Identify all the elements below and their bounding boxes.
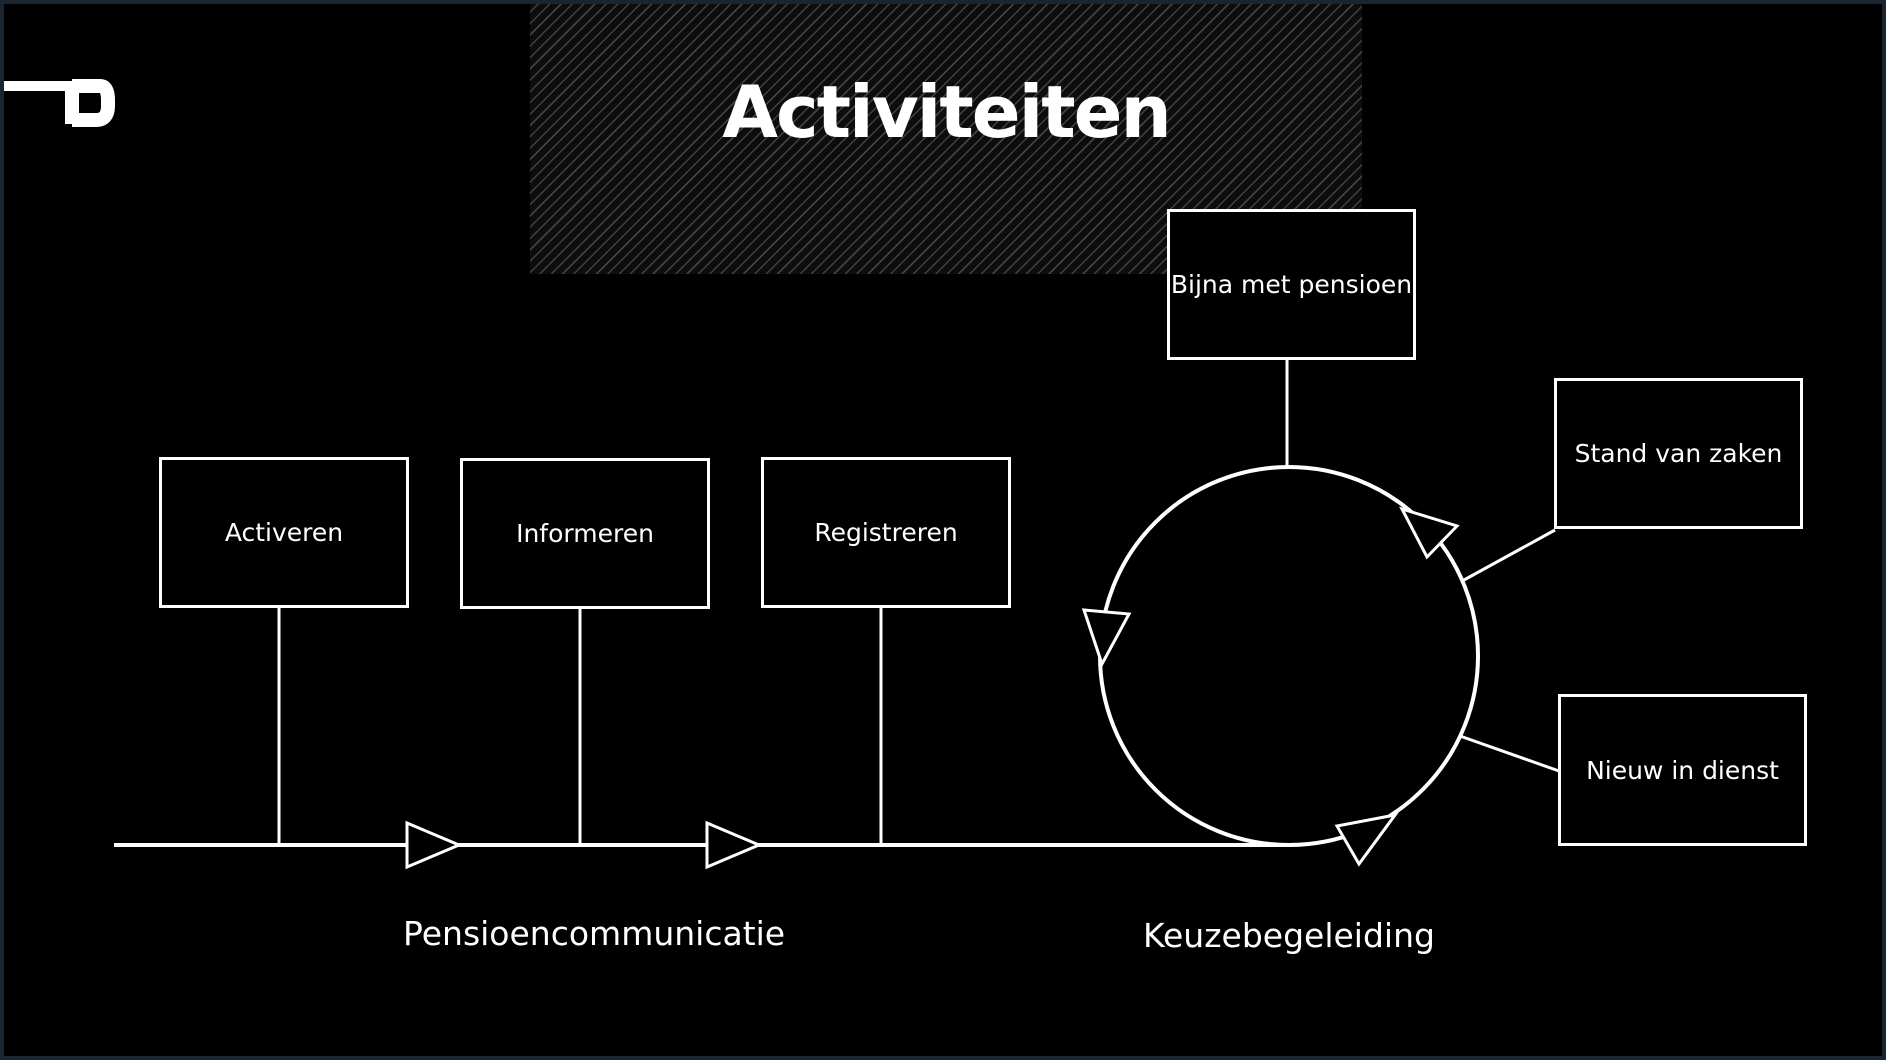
cycle-arrow-icon (1399, 506, 1460, 560)
step-label-activeren: Activeren (224, 518, 344, 547)
step-label-informeren: Informeren (516, 519, 654, 548)
cycle-box-bijna-met-pensioen: Bijna met pensioen (1167, 209, 1416, 360)
flow-section-label: Pensioencommunicatie (403, 914, 786, 953)
cycle-label-bijna-met-pensioen: Bijna met pensioen (1170, 270, 1413, 299)
brand-logo-icon (0, 79, 115, 127)
connector-stand (1463, 528, 1556, 582)
cycle-arrow-icon (1081, 608, 1132, 668)
step-box-informeren: Informeren (460, 458, 710, 609)
cycle-box-stand-van-zaken: Stand van zaken (1554, 378, 1803, 529)
cycle-label-nieuw-in-dienst: Nieuw in dienst (1586, 755, 1779, 785)
cycle-box-nieuw-in-dienst: Nieuw in dienst (1558, 694, 1807, 846)
timeline-arrow-icon (705, 820, 763, 870)
timeline-arrow-icon (405, 820, 463, 870)
step-box-activeren: Activeren (159, 457, 409, 608)
cycle-section-label: Keuzebegeleiding (1143, 916, 1435, 955)
slide-title: Activiteiten (722, 70, 1172, 154)
cycle-arrow-icon (1334, 812, 1399, 867)
title-hatch-band (530, 0, 1362, 274)
step-label-registreren: Registreren (814, 518, 958, 547)
connector-nieuw (1459, 734, 1560, 773)
step-box-registreren: Registreren (761, 457, 1011, 608)
cycle-label-stand-van-zaken: Stand van zaken (1574, 439, 1783, 468)
